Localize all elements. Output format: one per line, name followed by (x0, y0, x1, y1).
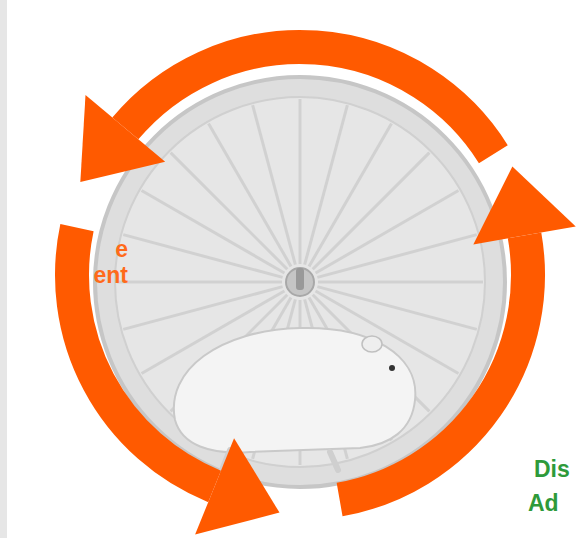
wheel-spoke (253, 105, 296, 264)
hamster-ear (362, 336, 382, 352)
wheel-spokes (117, 99, 483, 465)
wheel-spoke (117, 281, 282, 284)
wheel-spoke (309, 124, 392, 267)
wheel-spoke (317, 235, 476, 278)
wheel-spoke (318, 281, 483, 284)
hamster-eye (389, 365, 395, 371)
cycle-label: e (115, 236, 128, 262)
arrow-head (80, 95, 165, 182)
cycle-arrows (72, 47, 576, 535)
wheel-spoke (299, 99, 302, 264)
wheel-spoke (142, 191, 285, 274)
arrow-arc (125, 47, 493, 154)
hamster (174, 328, 416, 470)
hamster-body (174, 328, 416, 453)
wheel-spoke (209, 124, 292, 267)
edge-band (0, 0, 7, 538)
arrow-arc (340, 235, 528, 499)
cycle-label: Ad (528, 490, 559, 516)
cycle-label: Dis (534, 456, 570, 482)
wheel-inner (115, 97, 485, 467)
arrow-head (473, 166, 575, 244)
arrow-head (195, 438, 279, 534)
wheel (95, 77, 505, 487)
wheel-hub (286, 268, 314, 296)
cycle-label: ent (94, 262, 129, 288)
arrow-arc (72, 228, 215, 487)
wheel-spoke (123, 287, 282, 330)
wheel-axle (296, 268, 304, 290)
wheel-spoke (316, 191, 459, 274)
wheel-rim (95, 77, 505, 487)
